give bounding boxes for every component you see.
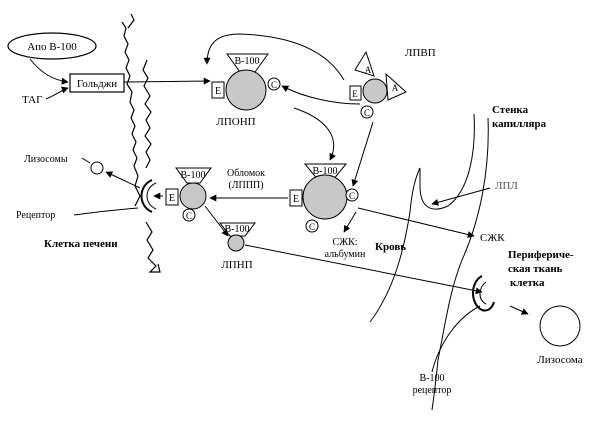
lysosomes-label: Лизосомы xyxy=(24,154,68,165)
hdl-apoa-label-1: A xyxy=(365,65,372,75)
idlp-apoc-label-right: C xyxy=(349,191,355,201)
peripheral-label-line1: Перифериче- xyxy=(508,249,574,261)
blood-label: Кровь xyxy=(375,241,406,253)
tag-to-golgi-arrow xyxy=(45,86,69,100)
peripheral-lysosome-circle xyxy=(539,305,581,347)
vldl-apoe-box xyxy=(211,81,225,99)
b100-receptor-label-line1: В-100 xyxy=(420,373,445,384)
hdl-apoa-label-2: A xyxy=(392,83,399,93)
ldl-b100-label: В-100 xyxy=(225,224,250,235)
hdl-core xyxy=(362,78,388,104)
hdl-apoa-triangle-2 xyxy=(385,72,407,101)
ldl-to-peripheral-arrow xyxy=(244,244,483,295)
peripheral-receptor-pit xyxy=(472,275,495,312)
frag-b100-label: В-100 xyxy=(181,170,206,181)
frag-apoc-label: C xyxy=(186,211,192,221)
szhk-albumin-line1: СЖК: xyxy=(332,237,357,248)
vldl-b100-label: В-100 xyxy=(235,56,260,67)
vldl-particle: В-100 E C xyxy=(211,53,281,111)
hdl-apoe-box xyxy=(349,85,362,101)
idlp-b100-label: В-100 xyxy=(313,166,338,177)
liver-lysosome-circle xyxy=(90,161,104,175)
capillary-wall-label-line1: Стенка xyxy=(492,104,529,116)
b100-receptor-pointer xyxy=(431,305,481,373)
receptor-to-lysosome-peripheral-arrow xyxy=(509,305,529,315)
receptor-pointer xyxy=(73,207,139,216)
vldl-apoe-label: E xyxy=(215,86,221,97)
frag-apoe-box xyxy=(165,188,179,206)
hdl-to-vldl-top-arrow xyxy=(203,33,345,81)
idlp-apoc-circle-bottom xyxy=(305,219,319,233)
hdl-apoc-circle xyxy=(360,105,374,119)
peripheral-label-line3: клетка xyxy=(510,277,545,289)
ldl-particle: В-100 xyxy=(218,222,257,252)
apo-b100-label: Апо В-100 xyxy=(27,41,77,53)
vldl-apoc-circle xyxy=(267,77,281,91)
receptor-to-lysosome-arrow xyxy=(105,171,141,189)
idlp-apoe-label: E xyxy=(293,194,299,205)
ldl-label: ЛПНП xyxy=(221,259,252,271)
hdl-label: ЛПВП xyxy=(405,47,436,59)
vldl-to-idl-arrow xyxy=(293,107,336,161)
capillary-wall-label-line2: капилляра xyxy=(492,118,547,130)
idl-fragment-particle: В-100 E C xyxy=(165,167,212,222)
frag-apoe-label: E xyxy=(169,193,175,204)
hdl-c-to-vldl-arrow xyxy=(281,85,361,105)
liver-receptor-pit xyxy=(140,179,153,213)
golgi-to-vldl-arrow xyxy=(123,77,211,85)
hdl-apoa-triangle-1 xyxy=(354,50,375,77)
liver-receptor-pit-inner xyxy=(146,182,157,210)
capillary-wall xyxy=(369,113,489,411)
vldl-core xyxy=(225,69,267,111)
idlp-apoc-label-bottom: C xyxy=(309,222,315,232)
idlp-to-szhk-arrow xyxy=(357,207,475,238)
peripheral-receptor-pit-inner xyxy=(479,281,487,305)
golgi-label: Гольджи xyxy=(77,78,117,90)
frag-b100-trapezoid xyxy=(175,167,212,184)
vldl-label: ЛПОНП xyxy=(216,116,255,128)
apo-b100-ellipse xyxy=(7,32,97,60)
idlp-core xyxy=(302,174,348,220)
golgi-box xyxy=(69,73,125,93)
idl-precursor-particle: В-100 E C C xyxy=(289,163,359,233)
vldl-apoc-label: C xyxy=(271,80,277,90)
idlp-apoc-circle-right xyxy=(345,188,359,202)
frag-apoc-circle xyxy=(182,208,196,222)
peripheral-label-line2: ская ткань xyxy=(508,263,563,275)
liver-cell-membrane xyxy=(121,13,161,273)
receptor-label: Рецептор xyxy=(16,210,55,221)
lysosomes-pointer xyxy=(81,157,91,164)
lpl-pointer xyxy=(431,187,491,206)
szhk-albumin-arrow xyxy=(343,211,357,233)
apo-to-golgi-arrow xyxy=(29,58,69,85)
hdl-particle: A A E C xyxy=(349,50,407,119)
lysosome-label: Лизосома xyxy=(537,354,582,366)
b100-receptor-label-line2: рецептор xyxy=(413,385,452,396)
hdl-to-idl-c-arrow xyxy=(351,121,374,187)
lpl-label: ЛПЛ xyxy=(495,180,518,192)
tag-label: ТАГ xyxy=(22,94,42,106)
fragment-label-line1: Обломок xyxy=(227,168,265,179)
szhk-albumin-line2: альбумин xyxy=(325,249,366,260)
fragment-to-ldl-arrow xyxy=(204,205,229,237)
hdl-apoc-label: C xyxy=(364,108,370,118)
fragment-label-line2: (ЛППП) xyxy=(228,180,263,191)
hdl-apoe-label: E xyxy=(352,89,358,99)
liver-cell-label: Клетка печени xyxy=(44,238,118,250)
ldl-core xyxy=(227,234,245,252)
szhk-label: СЖК xyxy=(480,232,505,244)
idlp-apoe-box xyxy=(289,189,303,207)
frag-core xyxy=(179,182,207,210)
